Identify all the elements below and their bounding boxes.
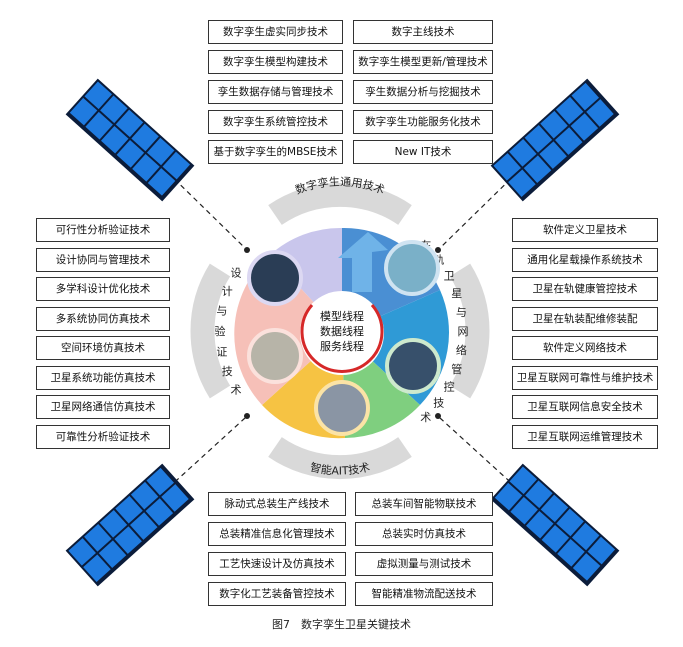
center-line-3: 服务线程 bbox=[320, 339, 364, 353]
left-tech-box: 多学科设计优化技术 bbox=[36, 277, 170, 301]
left-tech-box: 可靠性分析验证技术 bbox=[36, 424, 170, 449]
center-disc bbox=[300, 291, 384, 375]
right-tech-box: 卫星互联网信息安全技术 bbox=[512, 395, 658, 419]
left-tech-box: 可行性分析验证技术 bbox=[36, 218, 170, 242]
right-tech-box: 软件定义网络技术 bbox=[512, 336, 658, 360]
solar-panel bbox=[65, 78, 195, 202]
satellite-panels bbox=[65, 78, 620, 587]
center-line-1: 模型线程 bbox=[320, 309, 364, 323]
left-tech-box: 卫星系统功能仿真技术 bbox=[36, 365, 170, 390]
right-tech-box: 卫星互联网可靠性与维护技术 bbox=[512, 365, 658, 390]
ring-label-char: 验 bbox=[215, 324, 226, 338]
left-tech-box: 空间环境仿真技术 bbox=[36, 336, 170, 360]
ring-label-char: 术 bbox=[231, 384, 242, 397]
center-ring bbox=[300, 304, 384, 373]
ring-label-char: 证 bbox=[216, 345, 227, 358]
right-tech-box: 通用化星载操作系统技术 bbox=[512, 247, 658, 272]
ring-label-right: 在轨卫星与网络管控技术 bbox=[420, 239, 468, 424]
bottom-left-tech-box: 数字化工艺装备管控技术 bbox=[208, 582, 346, 606]
top-left-tech-box: 数字孪生虚实同步技术 bbox=[208, 20, 343, 44]
solar-panel bbox=[490, 463, 620, 587]
top-right-tech-box: 数字孪生功能服务化技术 bbox=[353, 110, 493, 134]
left-tech-box: 多系统协同仿真技术 bbox=[36, 306, 170, 331]
photo-discs bbox=[247, 240, 441, 436]
figure-caption: 图7 数字孪生卫星关键技术 bbox=[272, 618, 411, 631]
cycle-arrow bbox=[338, 232, 388, 292]
ring-label-char: 星 bbox=[451, 287, 462, 300]
left-tech-box: 卫星网络通信仿真技术 bbox=[36, 395, 170, 419]
ring-label-char: 术 bbox=[420, 411, 431, 424]
ring-label-char: 计 bbox=[222, 285, 233, 298]
right-tech-box: 卫星在轨装配维修装配 bbox=[512, 306, 658, 331]
right-tech-box: 卫星互联网运维管理技术 bbox=[512, 424, 658, 449]
outer-ring bbox=[190, 182, 490, 480]
connector-dots bbox=[244, 247, 441, 419]
top-left-tech-box: 数字孪生系统管控技术 bbox=[208, 110, 343, 134]
left-tech-box: 设计协同与管理技术 bbox=[36, 247, 170, 272]
top-right-tech-box: 数字主线技术 bbox=[353, 20, 493, 44]
right-tech-box: 软件定义卫星技术 bbox=[512, 218, 658, 242]
ring-label-char: 设 bbox=[231, 266, 242, 279]
ring-label-char: 技 bbox=[222, 365, 233, 378]
bottom-right-tech-box: 虚拟测量与测试技术 bbox=[355, 552, 493, 576]
bottom-left-tech-box: 脉动式总装生产线技术 bbox=[208, 492, 346, 516]
center-line-2: 数据线程 bbox=[320, 324, 364, 338]
bottom-left-tech-box: 工艺快速设计及仿真技术 bbox=[208, 552, 346, 576]
ring-label-char: 与 bbox=[456, 306, 467, 319]
bottom-right-tech-box: 总装车间智能物联技术 bbox=[355, 492, 493, 516]
top-left-tech-box: 数字孪生模型构建技术 bbox=[208, 50, 343, 74]
ring-label-char: 络 bbox=[456, 343, 467, 357]
ring-label-char: 控 bbox=[444, 380, 455, 394]
bottom-right-tech-box: 智能精准物流配送技术 bbox=[355, 582, 493, 606]
top-left-tech-box: 孪生数据存储与管理技术 bbox=[208, 80, 343, 104]
solar-panel bbox=[490, 78, 620, 202]
bottom-left-tech-box: 总装精准信息化管理技术 bbox=[208, 522, 346, 546]
top-right-tech-box: 数字孪生模型更新/管理技术 bbox=[353, 50, 493, 74]
ring-label-char: 轨 bbox=[433, 252, 444, 266]
right-tech-box: 卫星在轨健康管控技术 bbox=[512, 277, 658, 301]
ring-label-char: 网 bbox=[458, 325, 469, 338]
top-right-tech-box: New IT技术 bbox=[353, 140, 493, 164]
ring-label-bottom: 智能AIT技术 bbox=[309, 460, 371, 478]
ring-label-char: 与 bbox=[216, 305, 227, 318]
ring-label-char: 卫 bbox=[444, 269, 455, 282]
solar-panel bbox=[65, 463, 195, 587]
top-left-tech-box: 基于数字孪生的MBSE技术 bbox=[208, 140, 343, 164]
bottom-right-tech-box: 总装实时仿真技术 bbox=[355, 522, 493, 546]
ring-label-char: 管 bbox=[451, 362, 462, 376]
top-right-tech-box: 孪生数据分析与挖掘技术 bbox=[353, 80, 493, 104]
ring-label-char: 技 bbox=[433, 397, 444, 410]
